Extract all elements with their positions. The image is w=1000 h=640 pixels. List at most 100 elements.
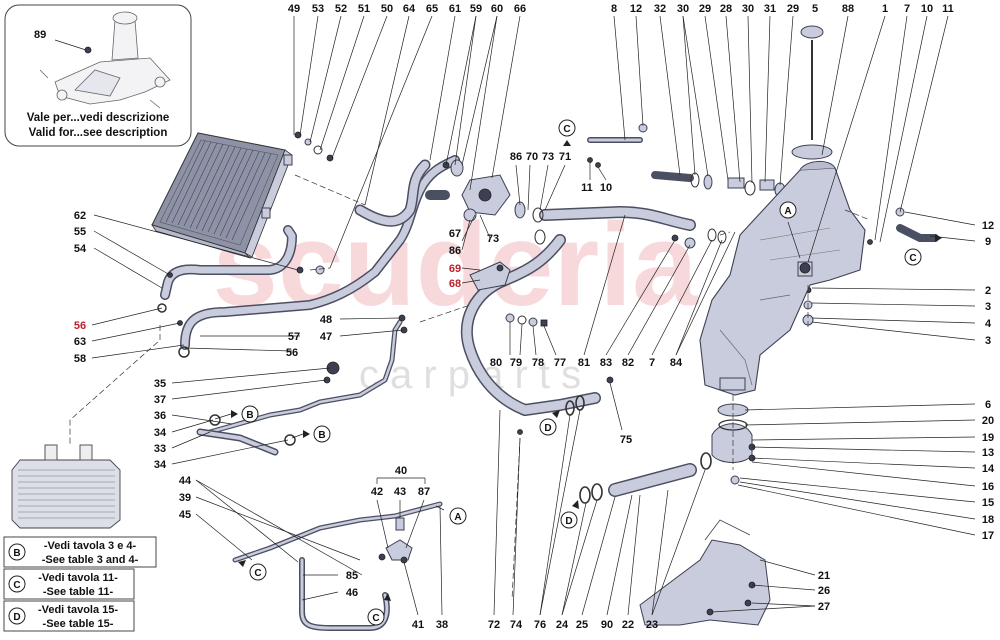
callout: 3 xyxy=(985,335,991,347)
callout: 42 xyxy=(371,486,383,498)
callout: 23 xyxy=(646,619,658,631)
callout: 53 xyxy=(312,3,324,15)
callout: 10 xyxy=(600,182,612,194)
callouts-left: 62 55 54 56 63 58 35 37 36 34 33 34 44 3… xyxy=(74,210,192,521)
callout: 76 xyxy=(534,619,546,631)
callout: 58 xyxy=(74,353,86,365)
callout: 31 xyxy=(764,3,776,15)
inset-callout-89: 89 xyxy=(34,29,46,41)
callout: 67 xyxy=(449,228,461,240)
callout: 34 xyxy=(154,427,167,439)
callout: 16 xyxy=(982,481,994,493)
callout: 54 xyxy=(74,243,87,255)
heat-exchanger xyxy=(11,444,121,529)
callout: 14 xyxy=(982,463,995,475)
callout: 88 xyxy=(842,3,854,15)
callout: 48 xyxy=(320,314,332,326)
inset-bracket-drawing xyxy=(39,11,171,109)
callout: 52 xyxy=(335,3,347,15)
callout: 5 xyxy=(812,3,818,15)
oil-radiator xyxy=(151,132,293,259)
callout: 12 xyxy=(630,3,642,15)
callout: 33 xyxy=(154,443,166,455)
svg-text:C: C xyxy=(372,613,379,624)
callout: 30 xyxy=(742,3,754,15)
callout: 10 xyxy=(921,3,933,15)
callout: 43 xyxy=(394,486,406,498)
callout: 4 xyxy=(985,318,992,330)
callout: 9 xyxy=(985,236,991,248)
svg-text:C: C xyxy=(254,568,261,579)
callout: 11 xyxy=(942,3,954,15)
callout: 41 xyxy=(412,619,424,631)
callout: 73 xyxy=(487,233,499,245)
callout: 74 xyxy=(510,619,523,631)
callout: 40 xyxy=(395,465,407,477)
connector-b-upper: B xyxy=(241,405,259,423)
callout: 2 xyxy=(985,285,991,297)
callout: 29 xyxy=(787,3,799,15)
callouts-middle: 86 70 73 71 11 10 67 86 73 69 68 57 56 4… xyxy=(286,151,683,599)
svg-text:A: A xyxy=(454,512,461,523)
connector-a-bottom: A xyxy=(449,507,467,525)
callout: 7 xyxy=(904,3,910,15)
svg-text:-Vedi tavola 15-: -Vedi tavola 15- xyxy=(38,604,118,616)
svg-text:C: C xyxy=(909,253,916,264)
callout: 61 xyxy=(449,3,461,15)
callout: 28 xyxy=(720,3,732,15)
callout: 85 xyxy=(346,570,358,582)
callout: 56 xyxy=(74,320,86,332)
svg-text:C: C xyxy=(563,124,570,135)
callout: 77 xyxy=(554,357,566,369)
svg-text:A: A xyxy=(784,206,791,217)
callouts-top: 49 53 52 51 50 64 65 61 59 60 66 8 12 32… xyxy=(288,3,954,15)
callout: 69 xyxy=(449,263,461,275)
connector-b-lower: B xyxy=(313,425,331,443)
callout: 87 xyxy=(418,486,430,498)
callouts-right: 12 9 2 3 4 3 6 20 19 13 14 16 15 18 17 2… xyxy=(818,220,995,613)
callout: 26 xyxy=(818,585,830,597)
connector-markers: A A B B C C C xyxy=(214,119,942,626)
svg-text:B: B xyxy=(318,430,325,441)
callout: 17 xyxy=(982,530,994,542)
callout: 72 xyxy=(488,619,500,631)
callout: 80 xyxy=(490,357,502,369)
callout: 57 xyxy=(288,331,300,343)
svg-text:D: D xyxy=(565,516,572,527)
svg-text:D: D xyxy=(13,612,20,623)
svg-text:-Vedi tavola 3 e 4-: -Vedi tavola 3 e 4- xyxy=(44,540,137,552)
callout: 18 xyxy=(982,514,994,526)
callout: 59 xyxy=(470,3,482,15)
svg-text:-See table 15-: -See table 15- xyxy=(43,618,114,630)
callout: 22 xyxy=(622,619,634,631)
connector-c-left: C xyxy=(249,563,267,581)
callout: 32 xyxy=(654,3,666,15)
callout: 75 xyxy=(620,434,632,446)
callout: 27 xyxy=(818,601,830,613)
svg-text:-See table 3 and 4-: -See table 3 and 4- xyxy=(42,554,139,566)
legend-entry-c: C -Vedi tavola 11- -See table 11- xyxy=(3,568,135,600)
svg-text:B: B xyxy=(13,548,20,559)
callout: 1 xyxy=(882,3,888,15)
callout: 56 xyxy=(286,347,298,359)
legend: B -Vedi tavola 3 e 4- -See table 3 and 4… xyxy=(3,536,157,632)
callout: 6 xyxy=(985,399,991,411)
connector-d-low: D xyxy=(560,511,578,529)
callout: 44 xyxy=(179,475,192,487)
callout: 19 xyxy=(982,432,994,444)
callout: 78 xyxy=(532,357,544,369)
legend-entry-d: D -Vedi tavola 15- -See table 15- xyxy=(3,600,135,632)
legend-entry-b: B -Vedi tavola 3 e 4- -See table 3 and 4… xyxy=(3,536,157,568)
callout: 49 xyxy=(288,3,300,15)
inset-caption-en: Valid for...see description xyxy=(29,127,168,139)
callout: 38 xyxy=(436,619,448,631)
inset-panel: 89 Vale per...vedi descrizione Valid for… xyxy=(4,4,192,147)
callout: 65 xyxy=(426,3,438,15)
pipe-network xyxy=(160,137,939,631)
callout: 51 xyxy=(358,3,370,15)
callout: 66 xyxy=(514,3,526,15)
callout: 60 xyxy=(491,3,503,15)
svg-text:D: D xyxy=(544,423,551,434)
